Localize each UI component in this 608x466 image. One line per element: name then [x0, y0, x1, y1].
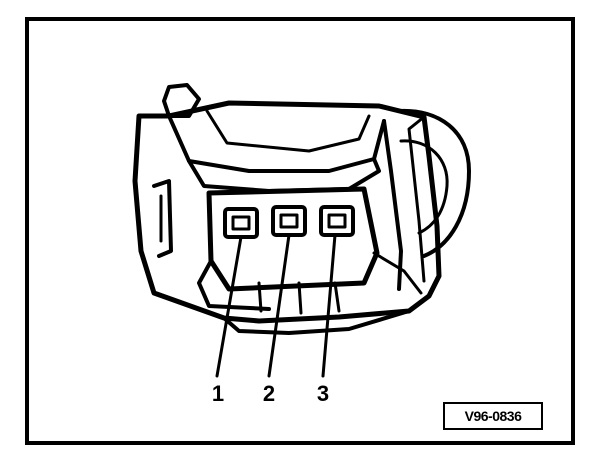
- callout-label-1: 1: [211, 381, 225, 406]
- pin-cavity-3: [319, 205, 355, 237]
- callout-label-2: 2: [262, 381, 276, 406]
- leader-line-1: [215, 235, 243, 378]
- pin-cavity-1: [223, 207, 259, 239]
- callout-label-3: 3: [316, 381, 330, 406]
- leader-line-3: [321, 233, 337, 378]
- figure-frame: 1 2 3 V96-0836: [25, 17, 575, 445]
- leader-line-2: [267, 233, 291, 378]
- pin-cavity-2: [271, 205, 307, 237]
- connector-rear-hump: [397, 108, 471, 258]
- connector-housing-outline: [132, 100, 442, 324]
- reference-code-box: V96-0836: [443, 402, 543, 430]
- reference-code: V96-0836: [464, 408, 522, 424]
- connector-drawing: [132, 83, 471, 378]
